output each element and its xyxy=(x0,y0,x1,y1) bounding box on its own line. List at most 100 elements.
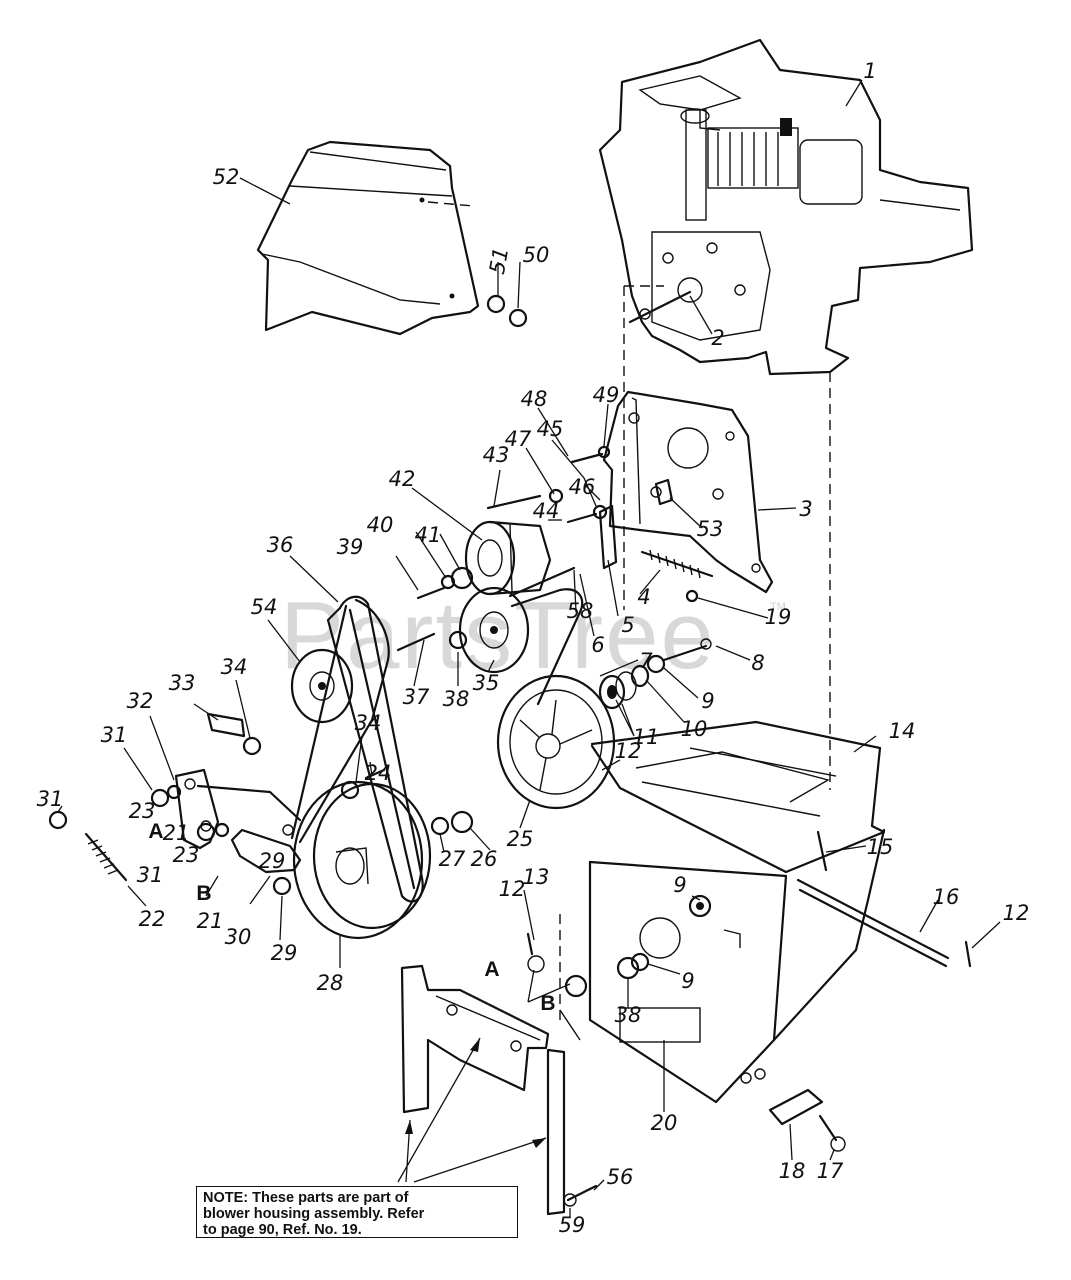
callout-29a: 29 xyxy=(271,941,298,965)
letter-a-left: A xyxy=(148,820,163,843)
idler-bolt xyxy=(508,566,576,598)
washer-41 xyxy=(450,566,474,590)
callout-6: 6 xyxy=(591,633,604,657)
callout-22: 22 xyxy=(139,907,166,931)
washer-51 xyxy=(486,294,506,314)
callout-38a: 38 xyxy=(443,687,470,711)
callout-31a: 31 xyxy=(37,787,64,811)
washer-23a xyxy=(166,784,182,800)
callout-29b: 29 xyxy=(259,849,286,873)
callout-58: 58 xyxy=(567,599,594,623)
note-box: NOTE: These parts are part of blower hou… xyxy=(196,1186,518,1238)
washer-45 xyxy=(592,504,608,520)
cotter-pin xyxy=(526,932,534,956)
callout-47: 47 xyxy=(505,427,532,451)
spring-22 xyxy=(84,832,128,882)
callout-54: 54 xyxy=(251,595,278,619)
callout-36: 36 xyxy=(267,533,294,557)
callout-48: 48 xyxy=(521,387,548,411)
pulley-54 xyxy=(290,648,354,724)
washer-27 xyxy=(430,816,450,836)
callout-34b: 34 xyxy=(355,711,382,735)
callout-18: 18 xyxy=(779,1159,806,1183)
bolt xyxy=(662,644,708,662)
v-belt xyxy=(326,595,424,903)
callout-3: 3 xyxy=(799,497,812,521)
bolt-39 xyxy=(416,586,446,600)
spacer-53 xyxy=(654,478,674,506)
callout-41: 41 xyxy=(415,523,442,547)
pin xyxy=(964,940,972,968)
callout-52: 52 xyxy=(213,165,240,189)
callout-42: 42 xyxy=(389,467,416,491)
callout-21b: 21 xyxy=(197,909,224,933)
callout-50: 50 xyxy=(523,243,550,267)
note-line-2: blower housing assembly. Refer xyxy=(203,1206,425,1222)
callout-49: 49 xyxy=(593,383,620,407)
callout-9c: 9 xyxy=(681,969,694,993)
bolt-24 xyxy=(364,768,386,780)
callout-30: 30 xyxy=(225,925,252,949)
callout-31b: 31 xyxy=(101,723,128,747)
callout-23a: 23 xyxy=(129,799,156,823)
callout-23b: 23 xyxy=(173,843,200,867)
v-belt-inner xyxy=(348,608,416,890)
callout-2: 2 xyxy=(711,326,724,350)
washer-13b xyxy=(527,955,545,973)
callout-53: 53 xyxy=(697,517,724,541)
callout-24: 24 xyxy=(365,761,392,785)
nut-31b xyxy=(150,788,170,808)
shaft xyxy=(796,878,950,960)
blower-housing-bracket xyxy=(400,964,598,1216)
nut-31c xyxy=(196,822,216,842)
callout-46: 46 xyxy=(569,475,596,499)
nut-34b xyxy=(340,780,360,800)
note-line-1: NOTE: These parts are part of xyxy=(203,1190,409,1206)
callout-32: 32 xyxy=(127,689,154,713)
letter-b-left: B xyxy=(196,882,211,905)
nut-19 xyxy=(685,589,699,603)
shaft-edge xyxy=(798,888,948,968)
callout-12b: 12 xyxy=(499,877,526,901)
watermark-trademark: TM xyxy=(770,601,786,613)
washer xyxy=(646,654,666,674)
nut-38 xyxy=(448,630,468,650)
idler-bracket xyxy=(174,768,302,874)
callout-8: 8 xyxy=(751,651,764,675)
bolt-15 xyxy=(816,830,828,872)
callout-13: 13 xyxy=(523,865,550,889)
large-pulley xyxy=(292,780,432,940)
nut-26 xyxy=(450,810,474,834)
callout-45: 45 xyxy=(537,417,564,441)
callout-51: 51 xyxy=(485,246,513,276)
bolt-48 xyxy=(570,452,604,464)
idler-arm xyxy=(598,504,618,570)
spring xyxy=(640,550,714,578)
washer-9b xyxy=(630,952,650,972)
callout-40: 40 xyxy=(367,513,394,537)
callout-19: 19 xyxy=(765,605,792,629)
callout-15: 15 xyxy=(867,835,894,859)
callout-38b: 38 xyxy=(615,1003,642,1027)
callout-28: 28 xyxy=(317,971,344,995)
nut-34a xyxy=(242,736,262,756)
callout-43: 43 xyxy=(483,443,510,467)
letter-b-bracket: B xyxy=(540,992,555,1015)
spring-coils xyxy=(649,549,701,579)
callout-56: 56 xyxy=(607,1165,634,1189)
mounting-plate xyxy=(602,390,774,594)
letter-a-bracket: A xyxy=(484,958,499,981)
bolt-50 xyxy=(508,308,528,328)
washer-13 xyxy=(564,974,588,998)
bolt-44 xyxy=(566,512,598,524)
engine xyxy=(598,38,974,376)
callout-20: 20 xyxy=(651,1111,678,1135)
spring-22-coils xyxy=(87,839,119,875)
idler-slot-bracket xyxy=(206,712,246,738)
idler-pulley xyxy=(458,586,530,674)
bracket-plate xyxy=(768,1088,824,1126)
callout-35: 35 xyxy=(473,671,500,695)
callout-9: 9 xyxy=(701,689,714,713)
callout-12: 12 xyxy=(615,739,642,763)
